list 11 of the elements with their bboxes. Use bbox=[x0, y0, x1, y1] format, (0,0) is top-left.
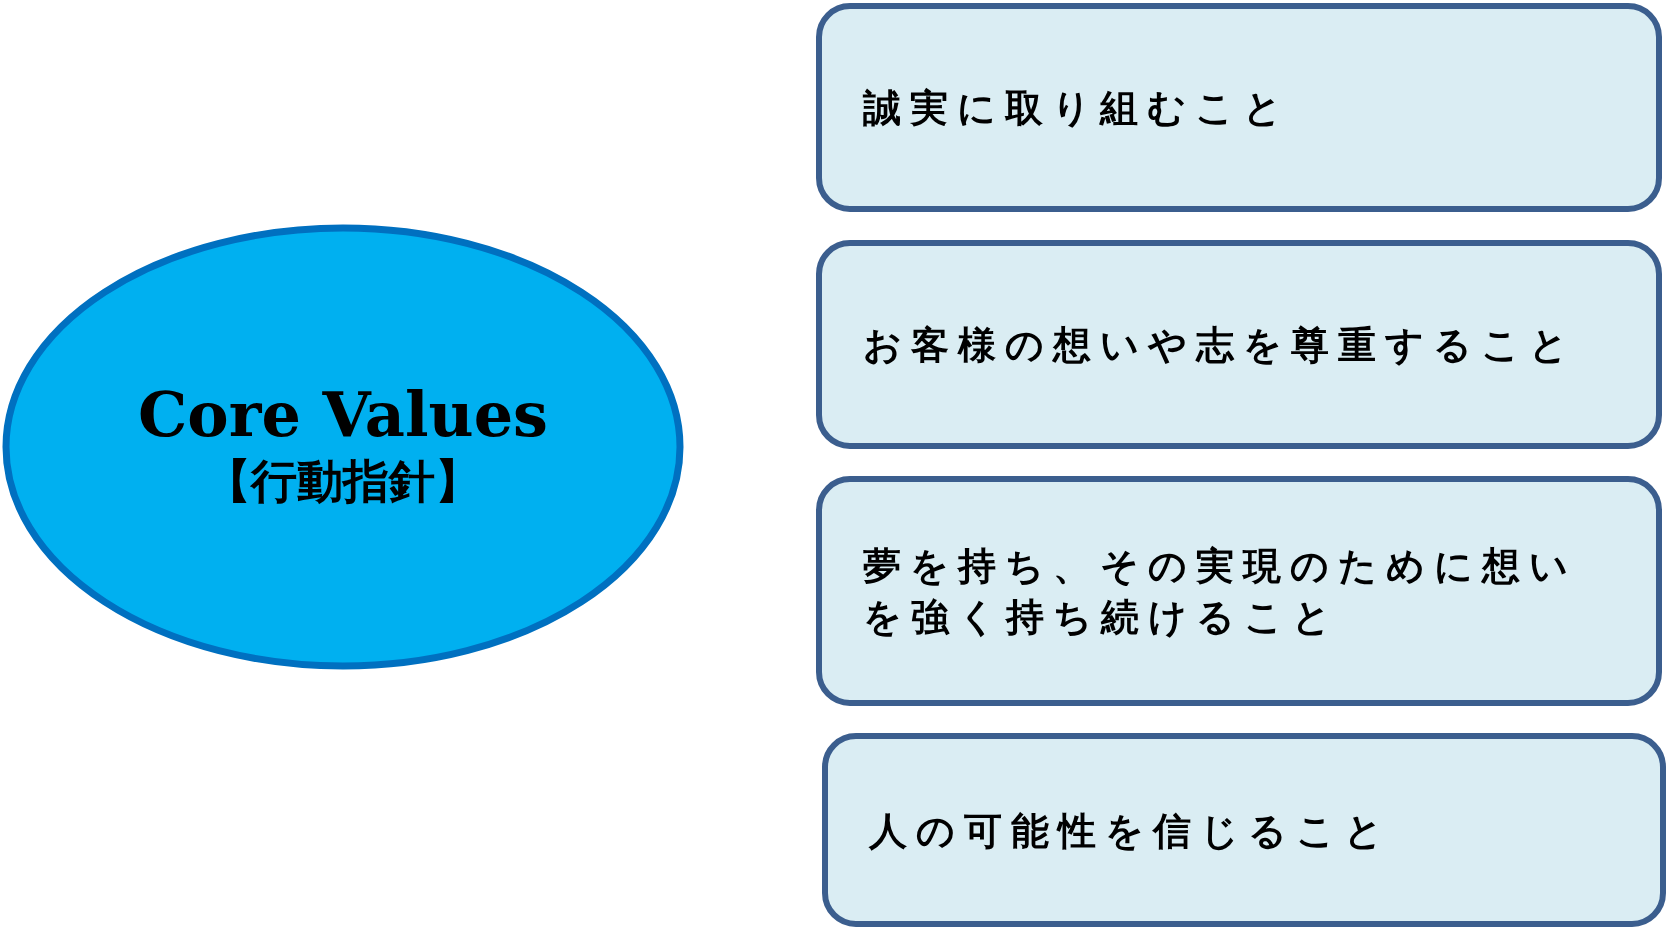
node-subtitle: 【行動指針】 bbox=[205, 452, 481, 510]
node-text: お客様の想いや志を尊重すること bbox=[863, 321, 1577, 369]
node-title: Core Values bbox=[138, 380, 548, 449]
rounded-box bbox=[816, 476, 1662, 706]
rounded-box bbox=[816, 240, 1662, 449]
rounded-box bbox=[816, 3, 1662, 212]
node-text: 夢を持ち、その実現のために想いを強く持ち続けること bbox=[863, 542, 1578, 641]
rounded-box bbox=[822, 733, 1666, 927]
node-text: 人の可能性を信じること bbox=[869, 806, 1392, 855]
node-text: 誠実に取り組むこと bbox=[863, 84, 1291, 132]
ellipse-node bbox=[2, 224, 684, 670]
